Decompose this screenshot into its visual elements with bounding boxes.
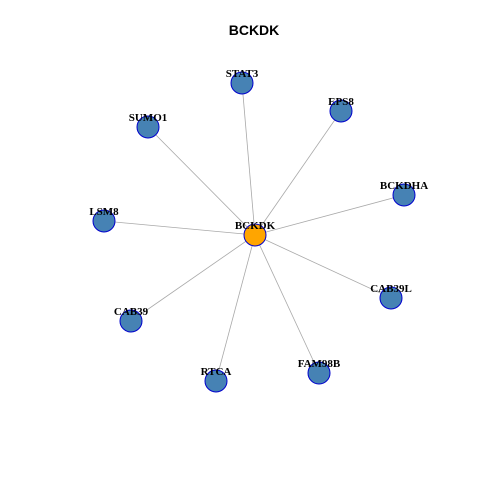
edge-layer [103, 82, 405, 382]
node-label-sumo1: SUMO1 [129, 112, 168, 124]
edge-bckdk-lsm8 [103, 220, 256, 236]
node-bckdk[interactable] [243, 223, 267, 247]
node-label-bckdk: BCKDK [235, 220, 276, 232]
node-eps8[interactable] [329, 99, 353, 123]
node-bckdha[interactable] [392, 183, 416, 207]
node-cab39[interactable] [119, 309, 143, 333]
node-label-cab39: CAB39 [114, 306, 149, 318]
node-cab39l[interactable] [379, 286, 403, 310]
edge-bckdk-cab39 [130, 234, 256, 322]
edge-bckdk-fam98b [254, 234, 320, 374]
edge-bckdk-bckdha [254, 194, 405, 236]
node-label-bckdha: BCKDHA [380, 180, 428, 192]
node-label-lsm8: LSM8 [89, 206, 119, 218]
node-rtca[interactable] [204, 369, 228, 393]
node-stat3[interactable] [230, 71, 254, 95]
node-fam98b[interactable] [307, 361, 331, 385]
node-label-rtca: RTCA [201, 366, 232, 378]
node-label-stat3: STAT3 [226, 68, 259, 80]
node-lsm8[interactable] [92, 209, 116, 233]
node-sumo1[interactable] [136, 115, 160, 139]
node-layer [92, 71, 416, 393]
edge-bckdk-eps8 [254, 110, 342, 236]
edge-bckdk-cab39l [254, 234, 392, 299]
edge-bckdk-stat3 [241, 82, 256, 236]
graph-title: BCKDK [229, 22, 280, 38]
node-label-eps8: EPS8 [328, 96, 354, 108]
edge-bckdk-rtca [215, 234, 256, 382]
edge-bckdk-sumo1 [147, 126, 256, 236]
node-label-fam98b: FAM98B [298, 358, 341, 370]
node-label-cab39l: CAB39L [370, 283, 412, 295]
